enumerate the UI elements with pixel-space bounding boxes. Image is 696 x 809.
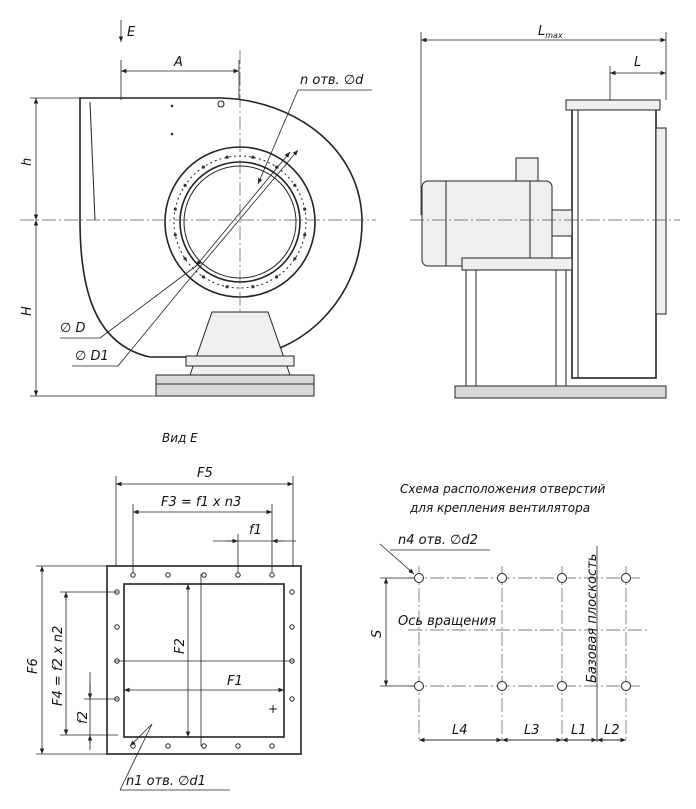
mounting-hole [497, 573, 507, 583]
d1-label: ∅ D1 [75, 349, 109, 364]
l4-label: L4 [452, 723, 468, 738]
flange-hole-bottom [235, 743, 241, 749]
n1-arrow [129, 723, 153, 747]
n1-label: n1 отв. ∅d1 [126, 774, 206, 789]
flange-hole-top [201, 572, 207, 578]
lmax-label: Lmax [538, 24, 563, 40]
inlet-bolt-hole [293, 257, 297, 261]
flange-hole-top [130, 572, 136, 578]
view-e: Вид Е F5 F3 = f1 x n3 f1 + F2 F1 [26, 431, 302, 791]
inlet-bolt-hole [251, 155, 255, 159]
inlet-bolt-hole [201, 275, 205, 279]
inlet-bolt-hole [303, 233, 307, 237]
inlet-flange-side [655, 127, 667, 315]
n-holes-label: n отв. ∅d [300, 73, 364, 88]
motor-terminal-box [515, 157, 539, 185]
n-holes-leader [257, 89, 299, 185]
inlet-bolt-hole [275, 275, 279, 279]
mounting-hole [621, 573, 631, 583]
casing-dot-2 [170, 132, 174, 136]
l3-label: L3 [524, 723, 540, 738]
n4-arrow [379, 543, 415, 575]
h-label: h [20, 158, 35, 166]
flange-hole-top [235, 572, 241, 578]
view-e-opening [123, 583, 285, 738]
motor-stand-top [461, 257, 573, 271]
side-base-frame [454, 385, 667, 399]
support-plate [185, 355, 295, 367]
inlet-bolt-hole [183, 257, 187, 261]
flange-hole-left [114, 624, 120, 630]
l2-label: L2 [604, 723, 620, 738]
flange-hole-bottom [269, 743, 275, 749]
hole-scheme: Схема расположения отверстий для креплен… [370, 482, 650, 743]
s-label: S [370, 630, 385, 638]
flange-hole-bottom [165, 743, 171, 749]
f1-width-label: F1 [227, 674, 243, 689]
rotation-axis-label: Ось вращения [398, 614, 496, 629]
motor-body [421, 180, 553, 267]
casing-dot-1 [170, 104, 174, 108]
view-e-marker: E [127, 25, 136, 40]
mounting-hole [557, 573, 567, 583]
scheme-mounting-holes [414, 573, 631, 691]
inlet-bolt-hole [225, 285, 229, 289]
outlet-edge [89, 101, 96, 221]
inlet-bolt-hole [251, 285, 255, 289]
mounting-hole [414, 573, 424, 583]
base-frame [155, 374, 315, 397]
mounting-hole [414, 681, 424, 691]
inlet-bolt-hole [173, 233, 177, 237]
scheme-title-line1: Схема расположения отверстий [400, 482, 606, 496]
flange-hole-top [165, 572, 171, 578]
d-leader [99, 265, 197, 339]
f1-label: f1 [249, 523, 262, 538]
f3-label: F3 = f1 x n3 [161, 495, 241, 510]
d1-diameter-line [181, 149, 299, 289]
front-view: E A ∅ D ∅ D1 n отв. ∅d [20, 20, 376, 397]
d-diameter-line [195, 151, 291, 267]
flange-hole-right [289, 696, 295, 702]
inlet-bolt-hole [201, 165, 205, 169]
inlet-bolt-hole [293, 183, 297, 187]
f2-label: F2 [173, 638, 188, 654]
fan-casing-body [571, 101, 657, 379]
scroll-casing [79, 97, 363, 358]
motor-stand-legs [465, 270, 567, 386]
inlet-bolt-hole [173, 207, 177, 211]
flange-hole-top [269, 572, 275, 578]
f2-small-label: f2 [76, 711, 91, 724]
mounting-hole [557, 681, 567, 691]
d1-leader [117, 287, 183, 367]
hh-label: H [20, 306, 35, 316]
inlet-bolt-hole [303, 207, 307, 211]
scheme-title-line2: для крепления вентилятора [409, 501, 590, 515]
flange-hole-right [289, 624, 295, 630]
view-e-flange-outer [106, 565, 302, 755]
a-dimension-label: A [173, 55, 183, 70]
base-plane-label: Базовая плоскость [585, 554, 600, 683]
mounting-hole [621, 681, 631, 691]
flange-hole-right [289, 589, 295, 595]
inlet-bolt-hole [183, 183, 187, 187]
l-label: L [634, 55, 641, 70]
n4-label: n4 отв. ∅d2 [398, 533, 478, 548]
d-label: ∅ D [60, 321, 85, 336]
view-e-center-mark: + [268, 702, 278, 716]
outlet-flange-side [565, 99, 661, 111]
view-e-title: Вид Е [162, 431, 198, 445]
f6-label: F6 [26, 658, 41, 674]
mounting-hole [497, 681, 507, 691]
motor-flange [551, 209, 573, 237]
f5-label: F5 [197, 466, 213, 481]
view-e-flange-holes [114, 572, 295, 749]
f4-label: F4 = f2 x n2 [51, 626, 66, 706]
flange-hole-bottom [201, 743, 207, 749]
casing-bolt [217, 100, 225, 108]
n1-leader [119, 723, 153, 791]
inlet-bolt-hole [225, 155, 229, 159]
side-view: Lmax L [410, 24, 680, 399]
l1-label: L1 [571, 723, 587, 738]
